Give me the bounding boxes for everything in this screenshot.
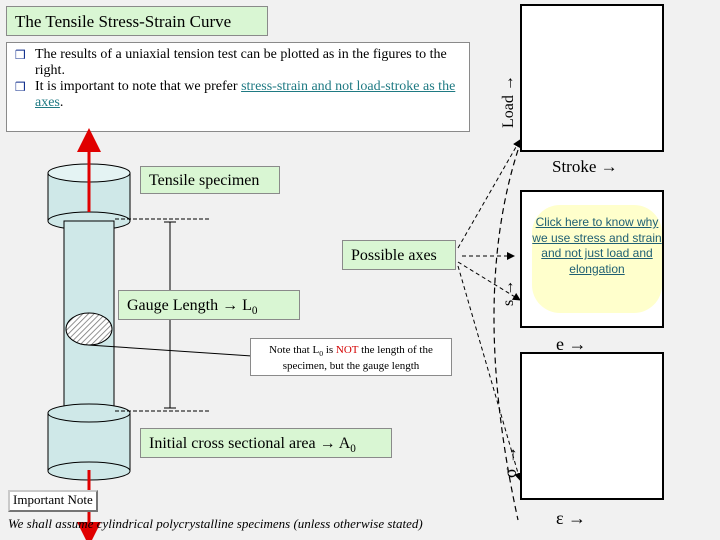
possible-axes-arrow-upper [457,139,521,249]
bullet-text: The results of a uniaxial tension test c… [35,47,447,78]
stroke-axis-label: Stroke → [552,157,618,176]
footer-assumption: We shall assume cylindrical polycrystall… [8,516,423,531]
note-sub: 0 [319,349,324,359]
bullet-icon: ❒ [15,48,26,62]
note-text-part2: is [323,344,336,356]
bullet-list: ❒ The results of a uniaxial tension test… [6,42,470,132]
gauge-length-sub: 0 [251,305,258,318]
cross-section-hatch [65,312,113,346]
bullet-item: ❒ The results of a uniaxial tension test… [15,47,463,79]
possible-axes-label: Possible axes [342,240,456,270]
note-pointer-line [87,344,253,357]
specimen-bottom-shoulder [47,403,131,423]
initial-area-sub: 0 [350,443,356,456]
initial-area-text: Initial cross sectional area → A [149,435,351,452]
page-title: The Tensile Stress-Strain Curve [6,6,268,36]
why-stress-strain-link[interactable]: Click here to know why we use stress and… [532,205,662,313]
sigma-epsilon-plot [520,352,664,500]
axes-connector-curve [493,149,519,521]
important-note-button[interactable]: Important Note [8,490,98,512]
initial-area-label: Initial cross sectional area → A0 [140,428,392,458]
possible-axes-arrow-lower [457,265,522,481]
gauge-length-label: Gauge Length → L0 [118,290,300,320]
gauge-length-note: Note that L0 is NOT the length of the sp… [250,338,452,376]
load-axis-label: Load → [500,75,517,128]
bullet-text-prefix: It is important to note that we prefer [35,79,242,94]
bullet-text-suffix: . [59,95,64,110]
tensile-specimen-label: Tensile specimen [140,166,280,194]
s-axis-label: s → [500,279,517,306]
why-stress-strain-text[interactable]: Click here to know why we use stress and… [532,215,662,276]
possible-axes-arrow-middle [457,261,521,301]
specimen-bottom-grip [47,412,131,472]
sigma-axis-label: σ → [500,445,520,478]
bullet-text: It is important to note that we prefer s… [35,79,463,111]
epsilon-axis-label: ε → [556,508,587,528]
e-axis-label: e → [556,334,587,354]
load-stroke-plot [520,4,664,152]
note-text-part3: the length of the specimen, but the gaug… [282,344,433,373]
note-not-word: NOT [335,344,359,356]
stress-strain-link[interactable]: stress-strain and not load-stroke as the… [35,79,456,110]
gauge-length-text: Gauge Length → L [127,297,252,314]
bullet-item: ❒ It is important to note that we prefer… [15,79,463,111]
note-text-part1: Note that L [269,344,320,356]
bullet-icon: ❒ [15,80,26,94]
